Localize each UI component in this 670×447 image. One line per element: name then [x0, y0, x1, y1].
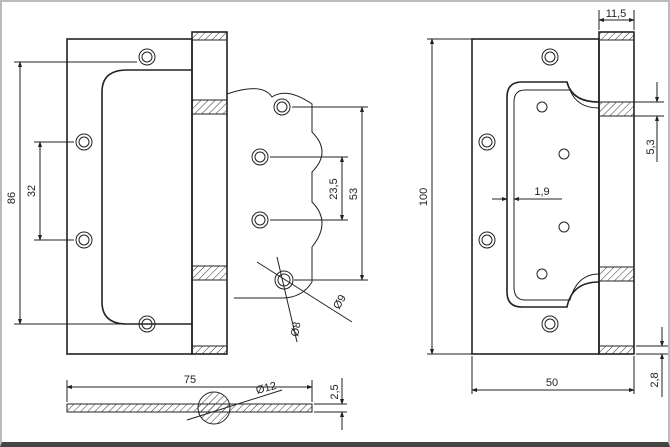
dim-d12: Ø12 [255, 380, 278, 397]
dim-100: 100 [418, 188, 430, 206]
dim-d8: Ø8 [289, 321, 303, 338]
dim-d9: Ø9 [331, 293, 349, 312]
dim-5-3: 5,3 [645, 139, 657, 154]
dim-1-9: 1,9 [534, 186, 549, 198]
dim-32: 32 [26, 185, 38, 197]
dim-2-5: 2,5 [329, 384, 341, 399]
dim-86: 86 [6, 192, 18, 204]
dim-23-5: 23,5 [328, 178, 340, 199]
dim-11-5: 11,5 [606, 8, 627, 20]
dim-50: 50 [546, 377, 558, 389]
bottom-view: 75 2,5 Ø12 [66, 374, 347, 430]
right-view: 11,5 100 5,3 1,9 50 2,8 [418, 8, 668, 397]
dim-75: 75 [184, 374, 196, 386]
left-view: 86 32 23,5 53 Ø9 Ø8 [6, 31, 368, 355]
dim-2-8: 2,8 [649, 372, 661, 387]
dim-53: 53 [348, 188, 360, 200]
